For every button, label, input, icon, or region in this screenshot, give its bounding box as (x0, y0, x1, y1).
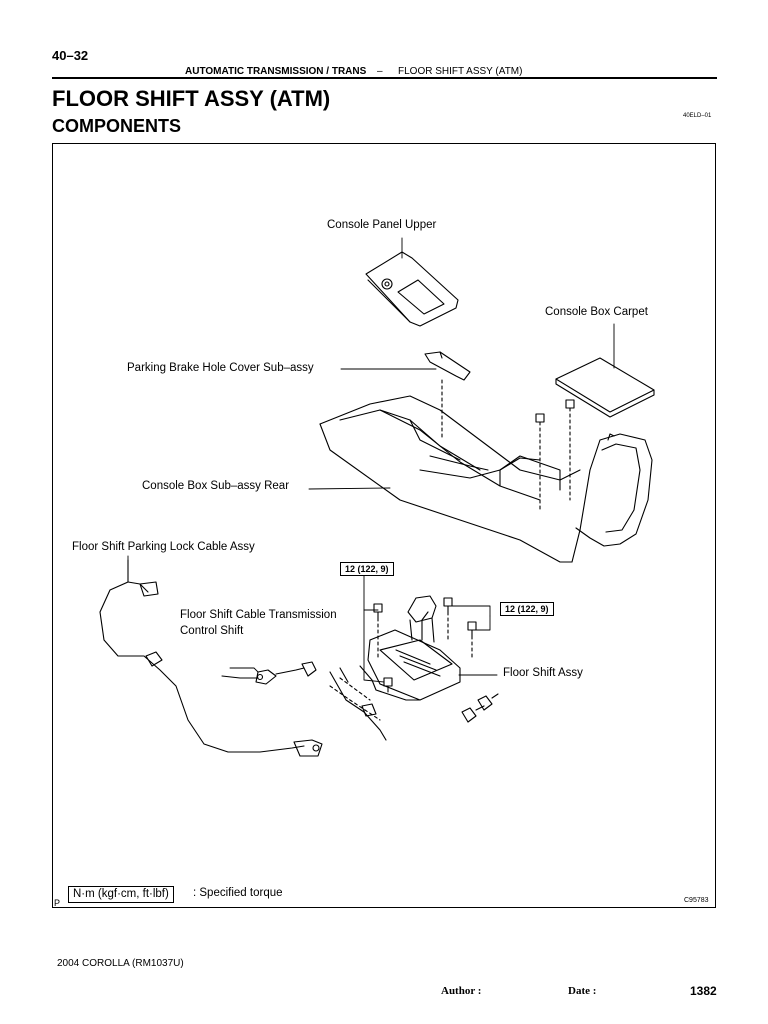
author-label: Author : (441, 985, 482, 997)
header-separator: – (377, 66, 383, 77)
label-console-box-rear: Console Box Sub–assy Rear (142, 480, 290, 492)
leader-lines (127, 237, 615, 683)
parking-lock-cable-part (99, 559, 323, 757)
label-console-box-carpet: Console Box Carpet (545, 306, 648, 318)
label-floor-shift-assy: Floor Shift Assy (503, 667, 583, 679)
torque-legend-text: : Specified torque (193, 887, 283, 899)
header-section: AUTOMATIC TRANSMISSION / TRANS (185, 66, 367, 77)
torque-spec-2: 12 (122, 9) (500, 602, 554, 616)
parking-brake-cover-part (424, 351, 471, 381)
date-label: Date : (568, 985, 597, 997)
console-box-rear-part (319, 395, 653, 563)
label-parking-lock-cable: Floor Shift Parking Lock Cable Assy (72, 541, 255, 553)
label-parking-brake-hole-cover: Parking Brake Hole Cover Sub–assy (127, 362, 314, 374)
console-box-carpet-part (555, 357, 655, 418)
console-panel-upper-part (365, 251, 459, 327)
label-cable-transmission-line2: Control Shift (180, 625, 244, 637)
page-subtitle: COMPONENTS (52, 116, 182, 136)
clip-parts (461, 693, 499, 723)
p-mark: P (54, 898, 61, 908)
footer-page-number: 1382 (690, 984, 717, 998)
transmission-control-cable-part (221, 661, 317, 685)
shift-cable-part (329, 667, 387, 741)
torque-legend-units: N·m (kgf·cm, ft·lbf) (68, 886, 174, 903)
figure-code: C95783 (684, 897, 709, 904)
document-code: 40ELD–01 (683, 113, 712, 119)
label-cable-transmission-line1: Floor Shift Cable Transmission (180, 609, 337, 621)
torque-spec-1: 12 (122, 9) (340, 562, 394, 576)
floor-shift-assy-part (359, 595, 461, 701)
diagram-frame (52, 143, 716, 908)
label-console-panel-upper: Console Panel Upper (327, 219, 437, 231)
bolt-parts (373, 399, 575, 693)
header-subsection: FLOOR SHIFT ASSY (ATM) (398, 66, 523, 77)
assembly-dash-lines (329, 379, 571, 721)
header-rule (52, 77, 717, 79)
page-number: 40–32 (52, 48, 89, 63)
page-title: FLOOR SHIFT ASSY (ATM) (52, 86, 331, 111)
footer-model: 2004 COROLLA (RM1037U) (57, 958, 184, 969)
